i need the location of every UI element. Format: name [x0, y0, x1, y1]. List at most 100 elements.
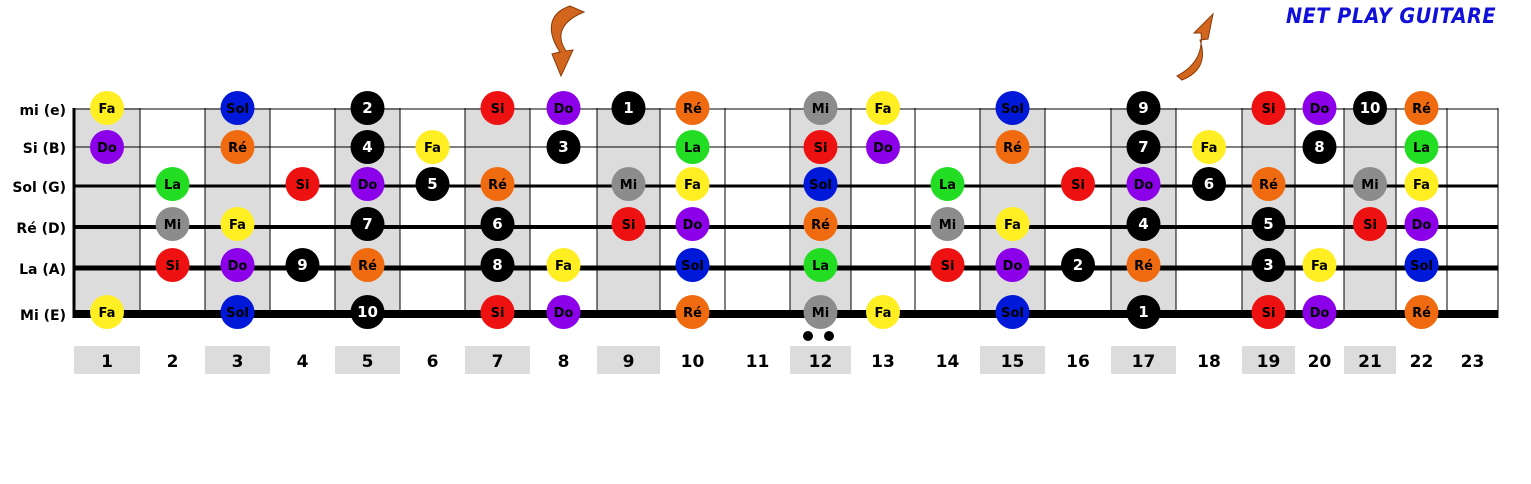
note-dot — [675, 248, 710, 282]
note-label: Mi — [812, 102, 829, 117]
fret-number: 7 — [492, 352, 504, 372]
note-dot — [866, 130, 900, 164]
note-dot — [546, 91, 581, 125]
note-label: Sol — [809, 178, 832, 193]
note-dot — [1302, 295, 1337, 329]
fret-number-box — [597, 346, 660, 374]
note-dot — [803, 167, 838, 201]
finger-number-dot — [546, 130, 581, 164]
note-dot — [1192, 130, 1226, 164]
fret-number: 17 — [1132, 352, 1156, 372]
note-label: Fa — [1413, 178, 1430, 193]
note-dot — [1302, 248, 1337, 282]
note-label: Ré — [1003, 141, 1022, 156]
note-dot — [675, 91, 710, 125]
note-label: Ré — [1259, 178, 1278, 193]
finger-number: 5 — [427, 175, 437, 193]
note-label: La — [939, 178, 956, 193]
finger-number: 7 — [362, 215, 372, 233]
note-dot — [803, 207, 838, 241]
note-dot — [220, 91, 255, 125]
fret-number: 10 — [681, 352, 705, 372]
finger-number: 9 — [297, 256, 307, 274]
note-dot — [285, 167, 320, 201]
string-label: Sol (G) — [12, 180, 66, 196]
note-label: Do — [1310, 102, 1330, 117]
note-label: La — [812, 259, 829, 274]
note-dot — [1061, 167, 1095, 201]
finger-number: 7 — [1138, 138, 1148, 156]
note-label: Si — [814, 141, 828, 156]
up-arrow-icon — [1176, 12, 1214, 81]
note-label: Fa — [1311, 259, 1328, 274]
note-label: Fa — [875, 306, 892, 321]
fret-number-box — [74, 346, 140, 374]
note-label: Si — [941, 259, 955, 274]
note-label: Sol — [1001, 306, 1024, 321]
note-label: Fa — [875, 102, 892, 117]
finger-number: 6 — [492, 215, 502, 233]
finger-number: 4 — [362, 138, 372, 156]
fret-number: 1 — [101, 352, 113, 372]
finger-number-dot — [1126, 207, 1161, 241]
note-dot — [220, 248, 255, 282]
finger-number-dot — [1251, 207, 1286, 241]
finger-number-dot — [480, 207, 515, 241]
fret-number-box — [980, 346, 1045, 374]
note-label: Ré — [358, 259, 377, 274]
string-label: Mi (E) — [20, 308, 66, 324]
string-label: Ré (D) — [16, 221, 66, 237]
finger-number-dot — [350, 207, 385, 241]
finger-number: 2 — [362, 99, 372, 117]
note-label: Si — [1071, 178, 1085, 193]
note-dot — [675, 130, 710, 164]
note-label: Sol — [226, 102, 249, 117]
note-dot — [675, 295, 710, 329]
fret-number-box — [335, 346, 400, 374]
fret-number: 3 — [232, 352, 244, 372]
fret-number: 13 — [871, 352, 895, 372]
fret-number: 19 — [1257, 352, 1281, 372]
note-dot — [675, 167, 710, 201]
string-label: mi (e) — [19, 103, 66, 119]
note-dot — [480, 167, 515, 201]
note-dot — [415, 130, 450, 164]
fret-number: 15 — [1001, 352, 1025, 372]
note-dot — [1126, 248, 1161, 282]
note-dot — [155, 167, 190, 201]
note-label: Mi — [164, 218, 181, 233]
fret-number-box — [790, 346, 851, 374]
note-dot — [611, 167, 646, 201]
note-dot — [220, 130, 255, 164]
note-dot — [155, 207, 190, 241]
finger-number: 4 — [1138, 215, 1148, 233]
note-dot — [1404, 248, 1439, 282]
finger-number-dot — [1126, 130, 1161, 164]
note-dot — [803, 91, 838, 125]
fret-number: 16 — [1066, 352, 1090, 372]
note-label: Do — [683, 218, 703, 233]
finger-number: 1 — [1138, 303, 1148, 321]
note-dot — [930, 167, 965, 201]
note-label: Sol — [681, 259, 704, 274]
note-label: Do — [358, 178, 378, 193]
note-label: Si — [1363, 218, 1377, 233]
note-dot — [1251, 295, 1286, 329]
note-label: Do — [228, 259, 248, 274]
note-dot — [995, 91, 1030, 125]
note-label: Si — [491, 306, 505, 321]
finger-number-dot — [415, 167, 450, 201]
finger-number: 8 — [492, 256, 502, 274]
finger-number: 10 — [1360, 99, 1381, 117]
note-label: Fa — [1004, 218, 1021, 233]
fret-marker-dot — [824, 331, 834, 341]
down-arrow-icon — [550, 5, 586, 78]
fret-number: 5 — [362, 352, 374, 372]
note-dot — [90, 91, 124, 125]
note-label: Ré — [1412, 306, 1431, 321]
note-label: Mi — [620, 178, 637, 193]
fret-number: 2 — [167, 352, 179, 372]
note-label: Ré — [811, 218, 830, 233]
note-label: Si — [166, 259, 180, 274]
note-label: Fa — [99, 306, 116, 321]
